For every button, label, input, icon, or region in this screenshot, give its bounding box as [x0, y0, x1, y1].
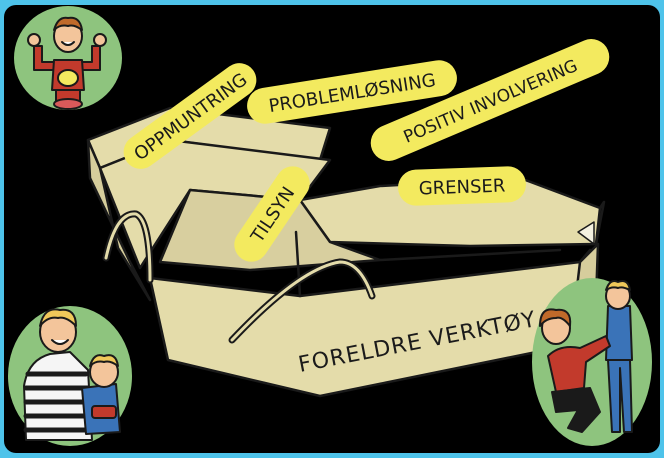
toolbox-lid-edge [594, 200, 606, 246]
father-with-child [8, 306, 132, 446]
toolbox-handle-left-fill [104, 212, 152, 282]
standing-child-hair [605, 280, 631, 291]
tool-label-bg [370, 39, 610, 161]
thumbs-up-child [14, 6, 122, 110]
toolbox-tray-crease [378, 248, 562, 262]
mother-legs [551, 387, 601, 433]
tool-label-bg [247, 60, 457, 124]
toolbox-highlight [577, 221, 595, 245]
tool-label-bg [398, 166, 526, 206]
tool-label-bg [234, 166, 310, 262]
mother-body [547, 335, 611, 393]
illustration-circle [14, 6, 122, 110]
thumb-left [27, 33, 41, 47]
child-smile [61, 41, 75, 46]
standing-child-legs [607, 359, 633, 433]
child-belly [57, 69, 79, 87]
standing-child-body [605, 305, 633, 361]
mother-with-child [532, 278, 652, 446]
thumb-right [93, 33, 107, 47]
tool-label-bg [123, 63, 257, 169]
father-smile [51, 339, 69, 345]
tool-label-text: GRENSER [418, 175, 505, 199]
father-stripes [23, 371, 93, 433]
father-hair [39, 308, 77, 327]
child-shoes [53, 98, 83, 110]
child-hair [53, 16, 83, 31]
toy-car [91, 405, 117, 419]
small-child-hair [89, 354, 119, 367]
mother-hair [539, 308, 572, 327]
toolbox-handle-right-fill [230, 260, 374, 342]
tool-label-grenser: GRENSER [398, 166, 526, 206]
toolbox-partition [294, 230, 302, 298]
